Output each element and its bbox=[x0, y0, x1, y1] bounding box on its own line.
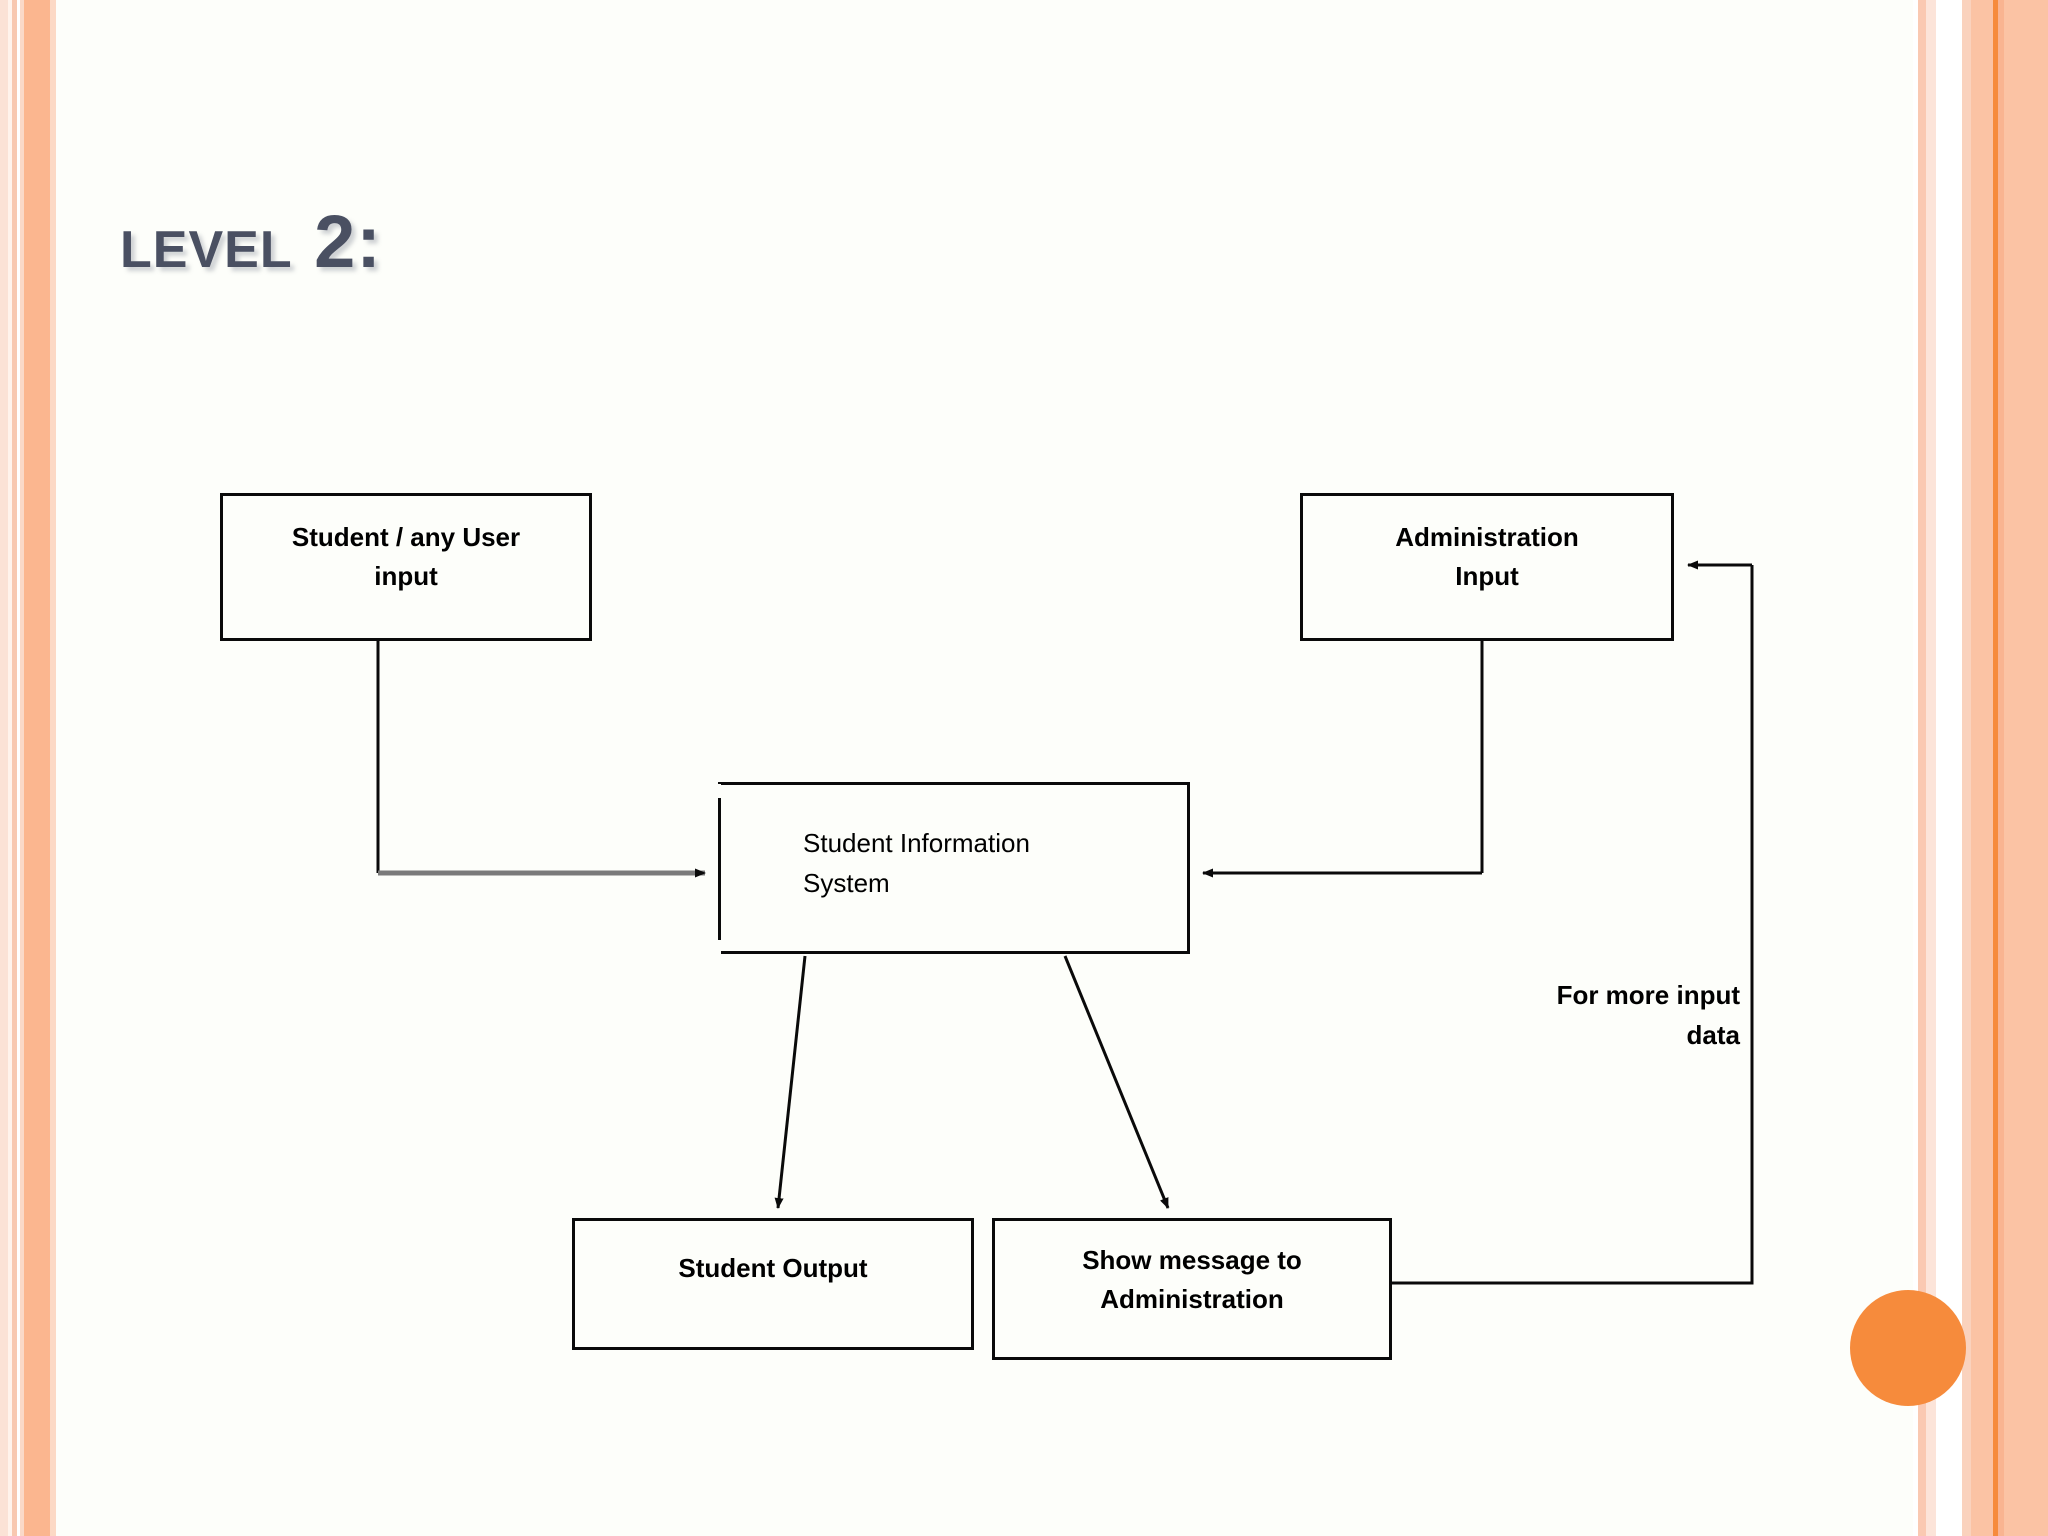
left-edge-stripe-3 bbox=[12, 0, 17, 1536]
right-edge-stripe-7 bbox=[1926, 0, 1936, 1536]
node-user-input-label: Student / any User input bbox=[291, 522, 521, 591]
edge-user-input-to-sis bbox=[376, 641, 706, 878]
left-edge-stripe-2 bbox=[8, 0, 12, 1536]
edge-admin-input-to-sis bbox=[1202, 641, 1484, 878]
node-sis-label: Student Information System bbox=[803, 828, 1030, 899]
node-show-message-label: Show message to Administration bbox=[1082, 1245, 1302, 1314]
node-admin-input-label: Administration Input bbox=[1395, 522, 1579, 591]
node-show-message[interactable]: Show message to Administration bbox=[992, 1218, 1392, 1360]
node-student-information-system[interactable]: Student Information System bbox=[718, 782, 1190, 954]
right-edge-accent-line bbox=[1993, 0, 1998, 1536]
right-edge-stripe-5 bbox=[1962, 0, 1971, 1536]
right-edge-stripe-6 bbox=[1936, 0, 1962, 1536]
orange-circle-decoration bbox=[1850, 1290, 1966, 1406]
node-user-input[interactable]: Student / any User input bbox=[220, 493, 592, 641]
node-student-output[interactable]: Student Output bbox=[572, 1218, 974, 1350]
right-edge-stripe-9 bbox=[1913, 0, 1918, 1536]
node-admin-input[interactable]: Administration Input bbox=[1300, 493, 1674, 641]
left-edge-stripe-5 bbox=[20, 0, 24, 1536]
edge-show-message-to-admin-input bbox=[1392, 560, 1754, 1285]
edge-sis-to-show-message bbox=[1063, 955, 1170, 1209]
left-edge-stripe-4 bbox=[17, 0, 20, 1536]
left-edge-stripe-6 bbox=[24, 0, 50, 1536]
right-edge-stripe-2 bbox=[1998, 0, 2004, 1536]
edge-label-more-input-data: For more input data bbox=[1556, 980, 1740, 1051]
left-edge-stripe-7 bbox=[50, 0, 56, 1536]
sis-border-notch-top bbox=[716, 784, 721, 798]
right-edge-stripe-8 bbox=[1918, 0, 1926, 1536]
sis-border-notch-bottom bbox=[716, 940, 721, 954]
right-edge-stripe-4 bbox=[1971, 0, 1993, 1536]
left-edge-stripe-1 bbox=[0, 0, 8, 1536]
node-student-output-label: Student Output bbox=[678, 1253, 868, 1283]
edge-sis-to-student-output bbox=[774, 955, 807, 1209]
right-edge-stripe-1 bbox=[2004, 0, 2048, 1536]
page-title: Level 2: bbox=[120, 200, 382, 283]
